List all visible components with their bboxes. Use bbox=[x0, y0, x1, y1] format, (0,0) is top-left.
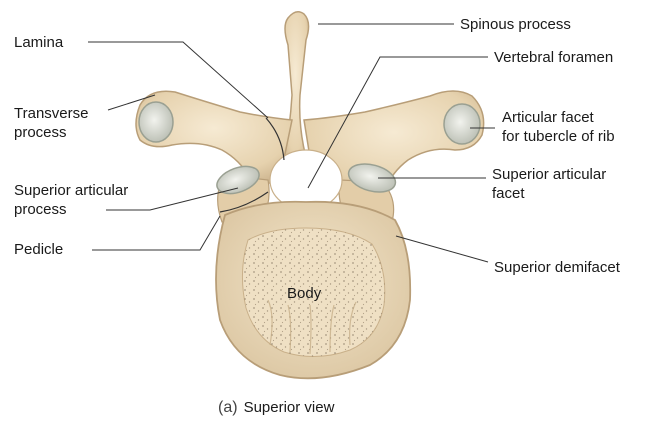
leader-pedicle bbox=[92, 215, 221, 251]
label-superior-demifacet: Superior demifacet bbox=[494, 259, 620, 276]
label-spinous-process: Spinous process bbox=[460, 16, 571, 33]
spinous-process-shape bbox=[281, 11, 310, 169]
figure-caption: (a) Superior view bbox=[218, 399, 334, 417]
label-pedicle: Pedicle bbox=[14, 241, 64, 258]
lamina-bracket bbox=[265, 117, 285, 161]
right-superior-articular-facet-shape bbox=[347, 163, 397, 193]
leader-lamina bbox=[88, 41, 269, 119]
left-transverse-facet-shape bbox=[138, 101, 174, 143]
label-superior-articular-facet: Superior articular facet bbox=[492, 166, 607, 202]
leader-superior-demifacet bbox=[395, 235, 489, 263]
right-transverse-facet-shape bbox=[443, 103, 481, 145]
caption-text: Superior view bbox=[243, 399, 335, 416]
label-articular-facet-tubercle: Articular facet for tubercle of rib bbox=[502, 109, 615, 145]
label-vertebral-foramen: Vertebral foramen bbox=[494, 49, 614, 66]
label-body: Body bbox=[287, 285, 322, 302]
caption-letter: (a) bbox=[218, 399, 238, 416]
pedicle-bracket bbox=[219, 191, 269, 213]
label-transverse-process: Transverse process bbox=[14, 105, 89, 141]
leader-vertebral-foramen bbox=[307, 56, 488, 189]
vertebral-foramen-shape bbox=[269, 149, 343, 211]
leader-superior-articular-process bbox=[106, 187, 239, 211]
leader-transverse-process bbox=[107, 94, 156, 111]
left-superior-articular-facet-shape bbox=[216, 165, 260, 195]
label-lamina: Lamina bbox=[14, 34, 64, 51]
label-superior-articular-process: Superior articular process bbox=[14, 182, 129, 218]
